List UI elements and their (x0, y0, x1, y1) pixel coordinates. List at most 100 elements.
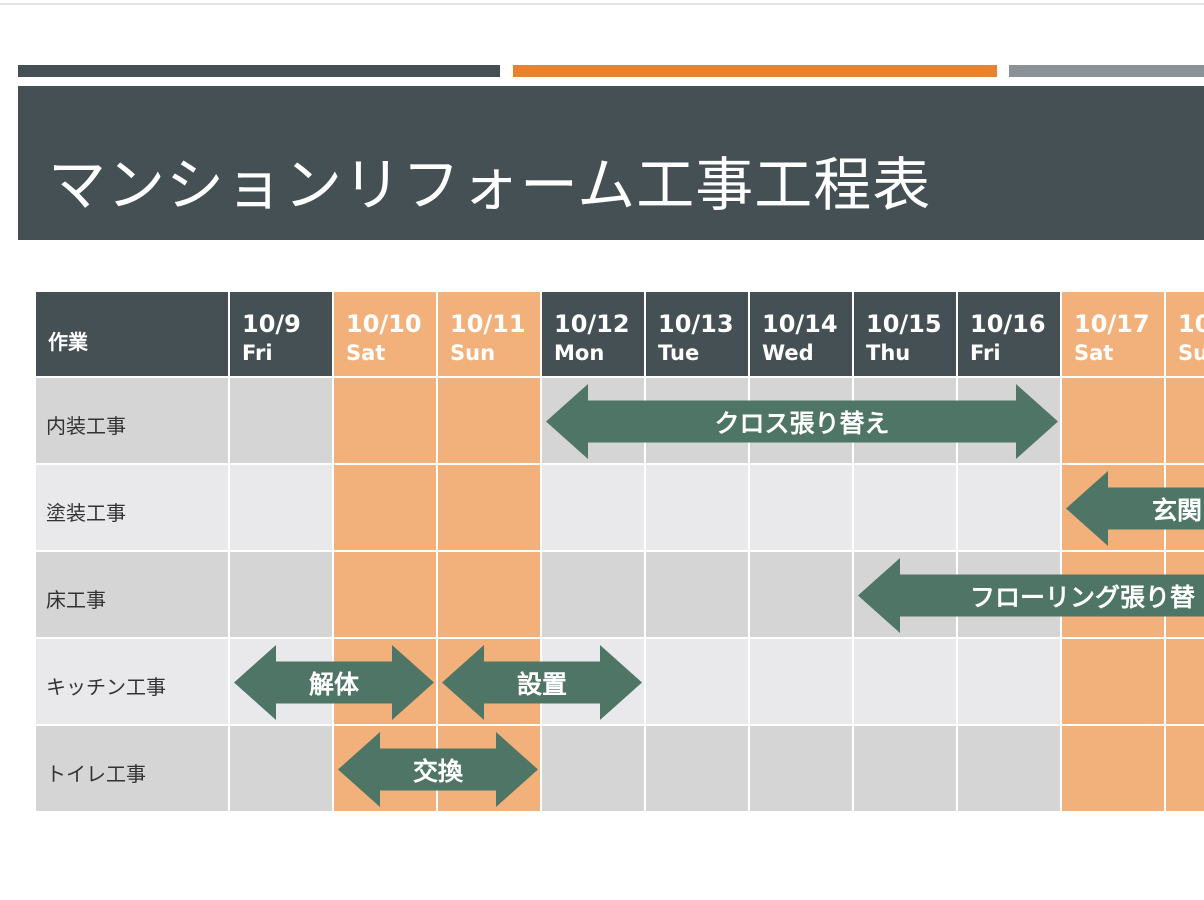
table-cell (1166, 726, 1204, 813)
row-label-cell: トイレ工事 (36, 726, 230, 813)
table-cell (542, 726, 646, 813)
arrow-shape (338, 732, 538, 807)
table-cell (334, 465, 438, 552)
table-cell (854, 726, 958, 813)
arrow-label: 解体 (308, 669, 359, 699)
row-label: キッチン工事 (46, 674, 166, 699)
table-cell (230, 726, 334, 813)
row-label-cell: 内装工事 (36, 378, 230, 465)
schedule-arrow: フローリング張り替 (858, 558, 1204, 633)
arrow-shape (442, 645, 642, 720)
schedule-arrow: 玄関 (1066, 471, 1204, 546)
table-cell (854, 465, 958, 552)
arrow-label: 玄関 (1152, 495, 1203, 525)
table-cell (334, 552, 438, 639)
arrow-path (858, 558, 1204, 633)
table-cell (1062, 639, 1166, 726)
schedule-arrow: クロス張り替え (546, 384, 1058, 459)
arrow-label: クロス張り替え (714, 408, 890, 438)
row-label: トイレ工事 (46, 761, 146, 786)
table-cell (646, 465, 750, 552)
arrow-shape (546, 384, 1058, 459)
row-label-cell: 塗装工事 (36, 465, 230, 552)
day-date: 10/11 (450, 310, 526, 338)
day-date: 10/15 (866, 310, 942, 338)
arrow-path (1066, 471, 1204, 546)
table-cell (854, 639, 958, 726)
row-label: 内装工事 (46, 413, 126, 438)
table-cell (1166, 378, 1204, 465)
table-cell (542, 552, 646, 639)
arrow-shape (234, 645, 434, 720)
schedule-arrow: 解体 (234, 645, 434, 720)
table-cell (750, 726, 854, 813)
day-date: 10/14 (762, 310, 838, 338)
arrow-label: 交換 (412, 756, 463, 786)
day-weekday: Thu (866, 341, 911, 365)
arrow-path (234, 645, 434, 720)
row-label-cell: 床工事 (36, 552, 230, 639)
row-label: 床工事 (46, 587, 106, 612)
table-cell (230, 465, 334, 552)
arrow-path (442, 645, 642, 720)
day-weekday: Sun (450, 341, 496, 365)
day-weekday: Fri (970, 341, 1001, 365)
table-cell (750, 639, 854, 726)
task-header-label: 作業 (48, 330, 88, 354)
accent-stripe-gray (1009, 65, 1204, 77)
day-date: 10/12 (554, 310, 630, 338)
day-date: 10/13 (658, 310, 734, 338)
day-weekday: Mon (554, 341, 605, 365)
table-cell (1062, 378, 1166, 465)
task-column-header: 作業 (36, 292, 230, 376)
day-date: 10/10 (346, 310, 422, 338)
arrow-shape (858, 558, 1204, 633)
row-label: 塗装工事 (46, 500, 126, 525)
day-weekday: Sat (1074, 341, 1114, 365)
accent-stripe-dark (18, 65, 500, 77)
day-weekday: Wed (762, 341, 814, 365)
arrow-path (546, 384, 1058, 459)
top-border-line (0, 3, 1204, 5)
day-date: 10/9 (242, 310, 301, 338)
table-cell (646, 639, 750, 726)
table-cell (438, 552, 542, 639)
table-cell (750, 552, 854, 639)
table-cell (958, 639, 1062, 726)
day-weekday: Tue (658, 341, 700, 365)
table-cell (438, 378, 542, 465)
schedule-arrow: 交換 (338, 732, 538, 807)
table-cell (1062, 726, 1166, 813)
day-date: 10/17 (1074, 310, 1150, 338)
table-cell (230, 378, 334, 465)
day-weekday: Sat (346, 341, 386, 365)
table-cell (958, 465, 1062, 552)
day-date: 10/16 (970, 310, 1046, 338)
day-weekday: Su (1178, 341, 1204, 365)
arrow-path (338, 732, 538, 807)
title-banner: マンションリフォーム工事工程表 (18, 86, 1204, 240)
table-cell (334, 378, 438, 465)
row-label-cell: キッチン工事 (36, 639, 230, 726)
day-date: 10 (1178, 310, 1204, 338)
arrow-label: フローリング張り替 (970, 582, 1196, 612)
page-title: マンションリフォーム工事工程表 (48, 151, 932, 219)
schedule-arrow: 設置 (442, 645, 642, 720)
day-weekday: Fri (242, 341, 273, 365)
table-cell (750, 465, 854, 552)
arrow-shape (1066, 471, 1204, 546)
table-cell (438, 465, 542, 552)
table-cell (646, 726, 750, 813)
table-cell (958, 726, 1062, 813)
